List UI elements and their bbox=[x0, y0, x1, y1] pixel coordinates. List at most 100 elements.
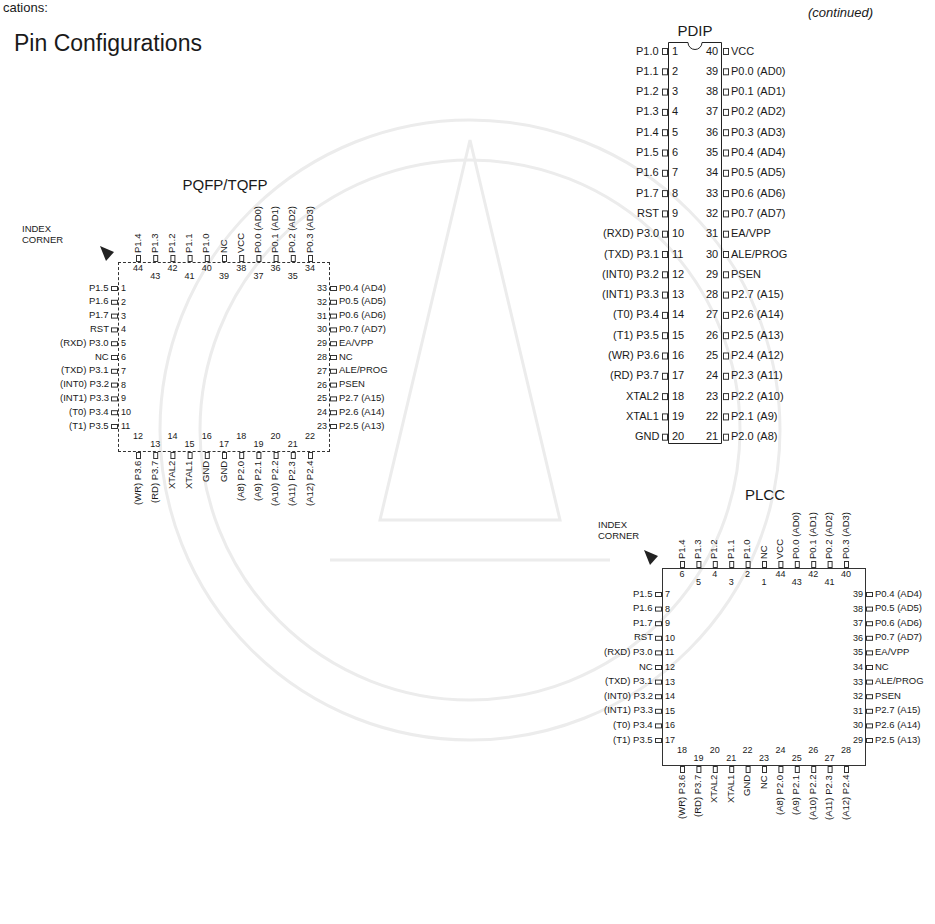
pin-number: 32 bbox=[706, 207, 718, 220]
pin-stub bbox=[697, 767, 701, 773]
pin-name: P0.2 (AD2) bbox=[824, 512, 835, 559]
pin-name: P2.1 (A9) bbox=[731, 410, 777, 423]
pin-number: 40 bbox=[841, 569, 851, 579]
pin-name: (RD) P3.7 bbox=[693, 775, 704, 817]
pin-name: PSEN bbox=[875, 691, 901, 702]
pin-name: EA/VPP bbox=[731, 227, 771, 240]
pin-stub bbox=[663, 89, 668, 95]
pin-stub bbox=[730, 562, 734, 568]
pin-name: (TXD) P3.1 bbox=[605, 676, 653, 687]
pin-number: 38 bbox=[236, 263, 246, 273]
pin-number: 27 bbox=[317, 366, 327, 376]
pin-name: P2.5 (A13) bbox=[339, 421, 384, 432]
pin-stub bbox=[812, 562, 816, 568]
pin-name: (A8) P2.0 bbox=[775, 775, 786, 815]
pin-name: (A9) P2.1 bbox=[253, 461, 264, 501]
pin-name: P0.5 (AD5) bbox=[875, 603, 922, 614]
pin-number: 40 bbox=[202, 263, 212, 273]
pin-stub bbox=[867, 739, 873, 743]
pin-name: (T0) P3.4 bbox=[613, 720, 653, 731]
pin-name: P0.5 (AD5) bbox=[731, 166, 785, 179]
pin-number: 8 bbox=[121, 380, 126, 390]
pin-number: 6 bbox=[121, 352, 126, 362]
pin-stub bbox=[724, 109, 729, 115]
index-marker bbox=[644, 550, 658, 565]
index-marker bbox=[100, 246, 114, 261]
pin-number: 3 bbox=[672, 85, 678, 98]
pin-name: P1.0 bbox=[636, 45, 659, 58]
pin-stub bbox=[112, 328, 118, 332]
pin-name: P1.4 bbox=[133, 233, 144, 253]
pin-number: 36 bbox=[853, 633, 863, 643]
pin-name: GND bbox=[742, 775, 753, 796]
pin-stub bbox=[137, 453, 141, 459]
pin-stub bbox=[331, 411, 337, 415]
pin-name: P2.6 (A14) bbox=[339, 407, 384, 418]
pin-stub bbox=[867, 651, 873, 655]
pin-name: P0.3 (AD3) bbox=[731, 126, 785, 139]
pin-number: 27 bbox=[825, 753, 835, 763]
pin-number: 18 bbox=[236, 431, 246, 441]
pin-stub bbox=[746, 562, 750, 568]
pin-number: 11 bbox=[672, 248, 683, 261]
pin-name: P1.2 bbox=[167, 233, 178, 253]
pin-name: (WR) P3.6 bbox=[608, 349, 659, 362]
pin-stub bbox=[257, 453, 261, 459]
pin-stub bbox=[656, 666, 662, 670]
pin-stub bbox=[656, 622, 662, 626]
pin-name: P0.6 (AD6) bbox=[339, 310, 386, 321]
pin-number: 34 bbox=[853, 662, 863, 672]
pin-name: XTAL2 bbox=[167, 461, 178, 489]
pin-number: 1 bbox=[762, 577, 767, 587]
pin-number: 30 bbox=[706, 248, 718, 261]
pin-name: P1.3 bbox=[693, 539, 704, 559]
pin-stub bbox=[663, 109, 668, 115]
pin-number: 4 bbox=[121, 324, 126, 334]
pin-stub bbox=[724, 292, 729, 298]
pin-number: 38 bbox=[706, 85, 718, 98]
pin-number: 21 bbox=[706, 430, 718, 443]
package-name: PQFP/TQFP bbox=[183, 176, 268, 193]
pin-name: (WR) P3.6 bbox=[677, 775, 688, 819]
pin-stub bbox=[724, 49, 729, 55]
dip-outline bbox=[668, 42, 722, 444]
pin-name: GND bbox=[219, 461, 230, 482]
pin-name: P1.6 bbox=[633, 603, 653, 614]
pin-number: 3 bbox=[729, 577, 734, 587]
pin-name: PSEN bbox=[339, 379, 365, 390]
pin-stub bbox=[663, 252, 668, 258]
pin-stub bbox=[724, 191, 729, 197]
pin-number: 37 bbox=[253, 271, 263, 281]
pin-name: P1.3 bbox=[150, 233, 161, 253]
pin-name: VCC bbox=[731, 45, 754, 58]
pin-stub bbox=[112, 425, 118, 429]
pin-number: 9 bbox=[672, 207, 678, 220]
index-corner-label: INDEX CORNER bbox=[598, 520, 642, 542]
pin-stub bbox=[331, 314, 337, 318]
pin-stub bbox=[112, 287, 118, 291]
pin-name: P2.7 (A15) bbox=[339, 393, 384, 404]
pin-number: 42 bbox=[167, 263, 177, 273]
pin-stub bbox=[257, 256, 261, 262]
pin-stub bbox=[656, 709, 662, 713]
pin-number: 20 bbox=[710, 745, 720, 755]
pin-stub bbox=[867, 695, 873, 699]
pin-stub bbox=[154, 453, 158, 459]
pin-number: 28 bbox=[706, 288, 718, 301]
pin-number: 37 bbox=[853, 618, 863, 628]
pin-stub bbox=[724, 170, 729, 176]
pin-stub bbox=[763, 767, 767, 773]
pin-number: 10 bbox=[665, 633, 675, 643]
pin-number: 43 bbox=[792, 577, 802, 587]
pin-stub bbox=[724, 394, 729, 400]
pin-name: (A12) P2.4 bbox=[305, 461, 316, 506]
pin-name: P1.0 bbox=[742, 539, 753, 559]
pin-stub bbox=[656, 739, 662, 743]
pin-name: P0.5 (AD5) bbox=[339, 296, 386, 307]
pin-name: P2.0 (A8) bbox=[731, 430, 777, 443]
pin-number: 11 bbox=[665, 647, 674, 657]
pin-number: 12 bbox=[672, 268, 684, 281]
pin-stub bbox=[867, 724, 873, 728]
pin-stub bbox=[331, 397, 337, 401]
pin-number: 28 bbox=[317, 352, 327, 362]
